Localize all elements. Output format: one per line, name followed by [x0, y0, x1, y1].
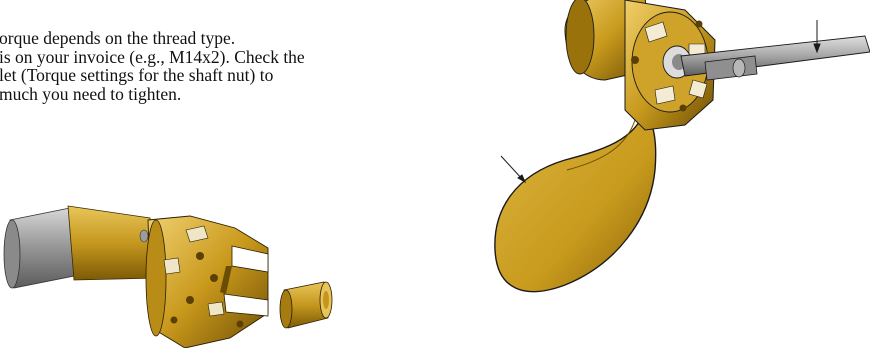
arrow-diagonal-icon: [500, 155, 527, 184]
shaft-hub-illustration: [3, 205, 333, 348]
instruction-line: let (Torque settings for the shaft nut) …: [0, 65, 274, 85]
instruction-line: orque depends on the thread type.: [0, 28, 236, 48]
arrow-down-icon: [813, 20, 821, 54]
instruction-line: much you need to tighten.: [0, 83, 182, 104]
instruction-line: is on your invoice (e.g., M14x2). Check …: [0, 46, 305, 67]
instruction-text: orque depends on the thread type. is on …: [0, 29, 439, 103]
shaft-nut: [279, 281, 333, 329]
propeller-assembly-illustration: [494, 0, 870, 293]
